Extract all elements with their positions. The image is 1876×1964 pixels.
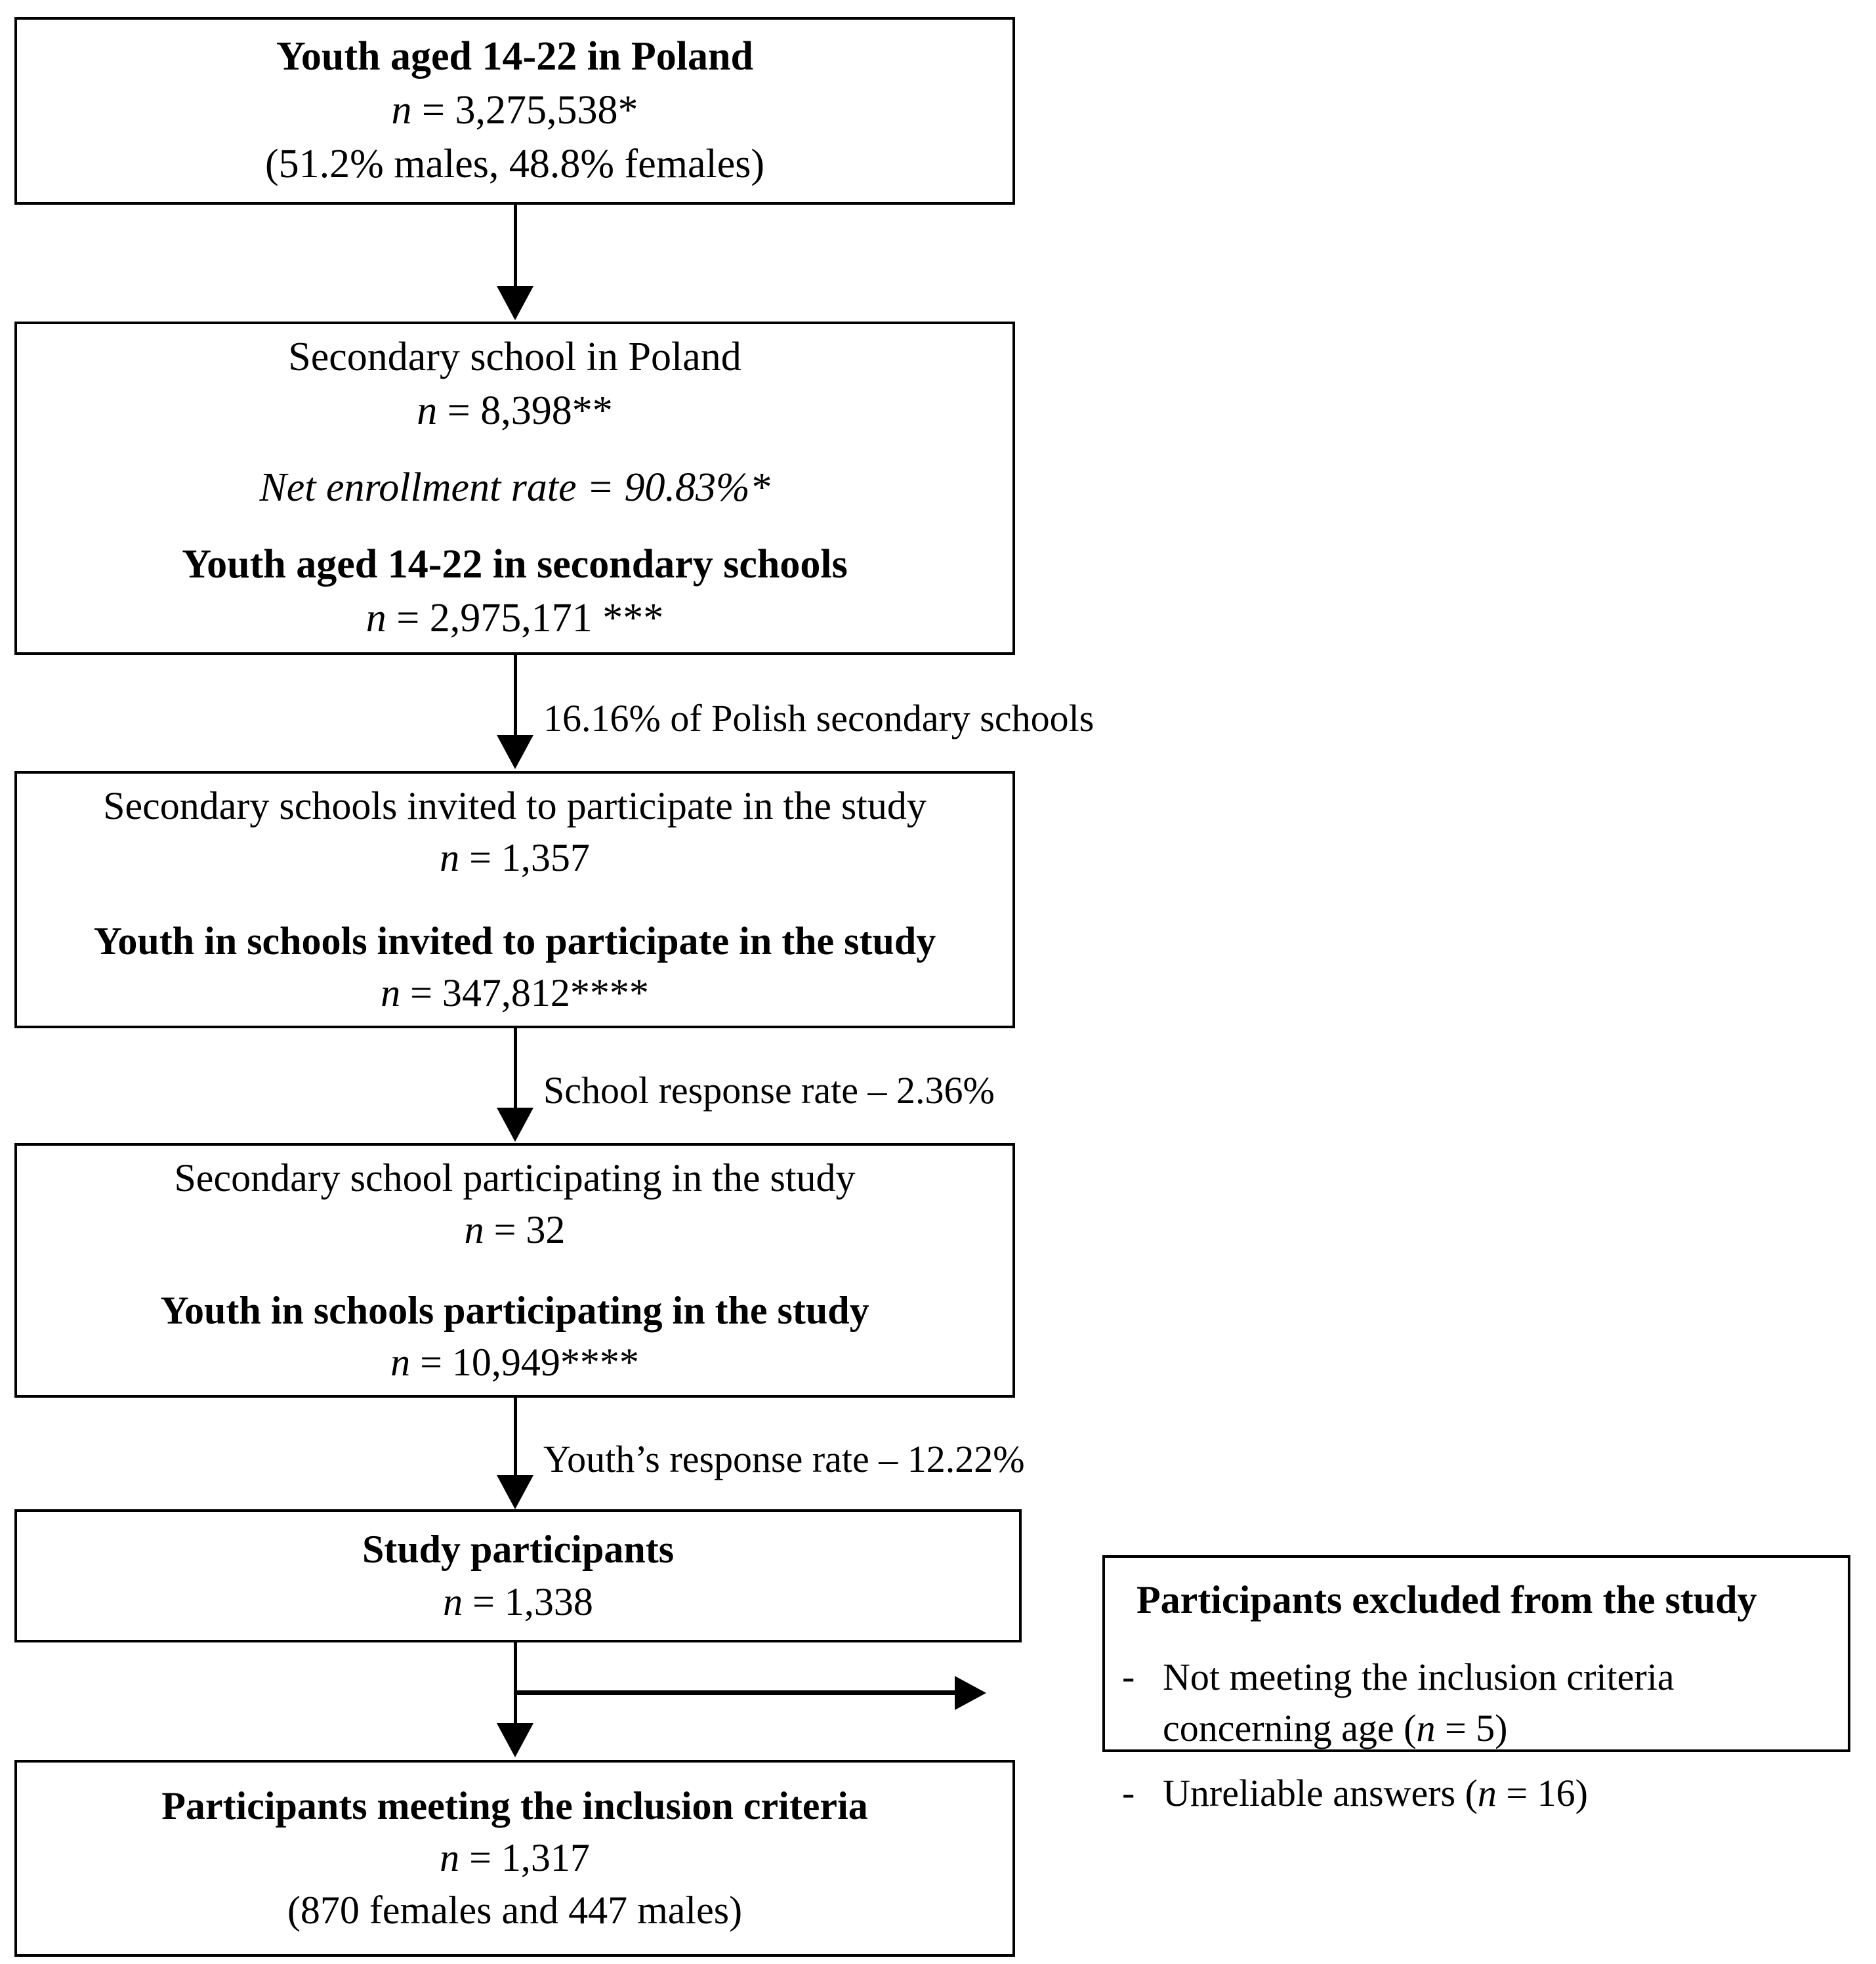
exclusion-item-text: Not meeting the inclusion criteria conce… [1163,1652,1675,1753]
node-participating-line-1: Secondary school participating in the st… [174,1156,856,1200]
node-exclusion: Participants excluded from the study - N… [1102,1555,1850,1814]
node-invited-line-3: Youth in schools invited to participate … [93,919,936,963]
node-included-line-1: Participants meeting the inclusion crite… [161,1784,868,1828]
exclusion-title: Participants excluded from the study [1136,1578,1757,1621]
bullet-dash-icon: - [1122,1771,1135,1814]
node-study-participants-line-1: Study participants [362,1528,675,1572]
italic-n: n [1416,1706,1436,1749]
connector-secondary-schools-to-invited [514,655,517,737]
arrowhead-invited-to-participating [497,1108,533,1142]
arrowhead-participating-to-study-participants [497,1475,533,1509]
italic-n: n [443,1579,463,1623]
node-included: Participants meeting the inclusion crite… [14,1760,1015,1957]
exclusion-list-item: - Unreliable answers (n = 16) [1122,1768,1831,1819]
node-participating-line-4-value: = 10,949**** [410,1340,639,1384]
node-invited-line-4: n = 347,812**** [381,967,649,1019]
italic-n: n [390,1340,411,1384]
edge-label-youth-response-rate: Youth’s response rate – 12.22% [543,1438,1025,1480]
arrowhead-study-participants-to-included [497,1723,533,1757]
exclusion-item-line-2-suffix: = 5) [1435,1706,1508,1749]
node-population: Youth aged 14-22 in Poland n = 3,275,538… [14,17,1015,205]
node-secondary-schools-line-2-value: = 8,398** [437,388,613,433]
node-study-participants: Study participants n = 1,338 [14,1509,1022,1642]
node-invited: Secondary schools invited to participate… [14,771,1015,1028]
exclusion-item-line-2-prefix: concerning age ( [1163,1706,1417,1749]
italic-n: n [464,1208,484,1252]
arrowhead-population-to-secondary-schools [497,286,533,320]
node-secondary-schools-line-4: Youth aged 14-22 in secondary schools [182,542,848,587]
node-population-line-1: Youth aged 14-22 in Poland [276,34,753,79]
edge-label-school-response-rate: School response rate – 2.36% [543,1069,995,1112]
node-study-participants-line-2: n = 1,338 [443,1576,593,1628]
bullet-dash-icon: - [1122,1655,1135,1698]
connector-study-participants-to-included [514,1642,517,1724]
italic-n: n [440,1836,460,1880]
arrowhead-study-participants-to-exclusion [955,1676,986,1710]
italic-n: n [1477,1772,1497,1815]
italic-n: n [417,388,438,433]
node-population-line-2: n = 3,275,538* [392,84,638,138]
node-participating: Secondary school participating in the st… [14,1143,1015,1398]
exclusion-item-text: Unreliable answers (n = 16) [1163,1768,1588,1819]
node-included-line-2: n = 1,317 [440,1832,590,1884]
connector-study-participants-to-exclusion [515,1690,969,1695]
node-invited-line-4-value: = 347,812**** [400,971,649,1014]
arrowhead-secondary-schools-to-invited [497,735,533,769]
exclusion-item-line-1-prefix: Unreliable answers ( [1163,1772,1478,1815]
node-secondary-schools-line-5: n = 2,975,171 *** [366,592,663,646]
node-secondary-schools-line-2: n = 8,398** [417,385,612,438]
node-invited-line-2: n = 1,357 [440,832,590,884]
italic-n: n [381,971,401,1014]
node-participating-line-4: n = 10,949**** [390,1337,639,1389]
node-included-line-3: (870 females and 447 males) [287,1888,743,1932]
node-invited-line-1: Secondary schools invited to participate… [103,784,927,827]
node-secondary-schools-line-1: Secondary school in Poland [288,335,741,379]
node-secondary-schools: Secondary school in Poland n = 8,398** N… [14,322,1015,655]
exclusion-list: - Not meeting the inclusion criteria con… [1122,1623,1831,1819]
node-secondary-schools-enrollment-rate: Net enrollment rate = 90.83%* [259,465,770,511]
node-population-line-2-value: = 3,275,538* [411,88,638,133]
node-study-participants-line-2-value: = 1,338 [463,1579,593,1623]
connector-population-to-secondary-schools [514,205,517,290]
node-participating-line-2: n = 32 [465,1204,566,1256]
node-included-line-2-value: = 1,317 [459,1836,590,1880]
connector-participating-to-study-participants [514,1398,517,1478]
edge-label-schools-percentage: 16.16% of Polish secondary schools [543,697,1094,740]
node-invited-line-2-value: = 1,357 [459,836,590,880]
exclusion-item-line-1-suffix: = 16) [1496,1772,1588,1815]
italic-n: n [391,88,412,133]
node-participating-line-3: Youth in schools participating in the st… [160,1288,869,1332]
exclusion-list-item: - Not meeting the inclusion criteria con… [1122,1652,1831,1753]
exclusion-item-line-1: Not meeting the inclusion criteria [1163,1656,1675,1698]
connector-invited-to-participating [514,1028,517,1110]
node-secondary-schools-line-5-value: = 2,975,171 *** [386,596,664,641]
italic-n: n [365,596,386,641]
node-population-line-3: (51.2% males, 48.8% females) [265,141,764,186]
node-participating-line-2-value: = 32 [484,1208,566,1252]
italic-n: n [440,836,460,880]
